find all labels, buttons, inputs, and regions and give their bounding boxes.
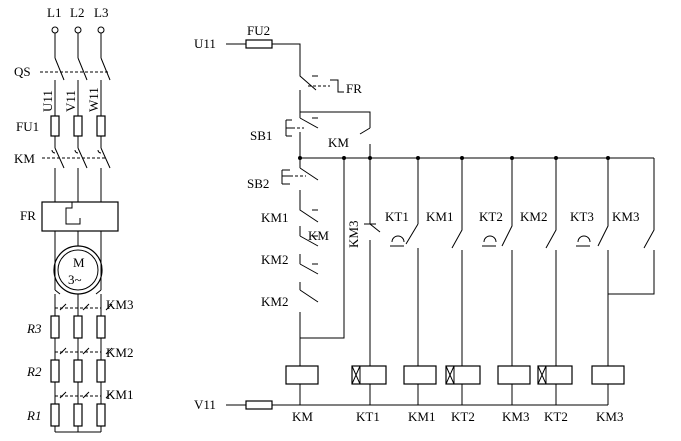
resistor-r3-b — [73, 315, 83, 339]
fuse-w — [96, 115, 106, 137]
resistor-r2-b — [73, 359, 83, 383]
phase-label-l1: L1 — [47, 5, 61, 20]
coil-km1-label: KM1 — [408, 409, 435, 424]
terminal-l1 — [51, 26, 59, 34]
overload-relay — [41, 201, 119, 232]
wire-label-u11: U11 — [40, 90, 55, 112]
coil-km1 — [403, 365, 437, 385]
fr-main-label: FR — [20, 208, 36, 223]
coil-km3-b — [591, 365, 625, 385]
fu1-label: FU1 — [16, 119, 39, 134]
main-circuit: L1 L2 L3 QS U11 V11 W11 FU1 KM FR — [14, 5, 133, 433]
wire-label-w11: W11 — [86, 87, 101, 112]
sb2-button — [299, 167, 319, 204]
qs-switch — [54, 57, 111, 81]
control-circuit: U11 FU2 FR SB1 KM SB2 KM1 — [194, 23, 655, 424]
r1-label: R1 — [26, 408, 41, 423]
km3-bypass-label: KM3 — [106, 297, 133, 312]
wire-label-v11: V11 — [63, 90, 78, 112]
interlock-km-label: KM — [308, 228, 329, 243]
phase-label-l2: L2 — [70, 5, 84, 20]
fu2-fuse — [245, 39, 273, 49]
supply-u11-label: U11 — [194, 36, 216, 51]
resistor-r3-a — [50, 315, 60, 339]
kt2-contact-label: KT2 — [479, 209, 503, 224]
resistor-r3-c — [96, 315, 106, 339]
coil-kt2-b — [537, 365, 573, 385]
terminal-l3 — [97, 26, 105, 34]
coil-kt1-label: KT1 — [356, 409, 380, 424]
km1-bypass-label: KM1 — [106, 387, 133, 402]
km3-nc-label: KM3 — [346, 221, 361, 248]
fr-nc-contact — [299, 72, 318, 104]
fuse-v — [73, 115, 83, 137]
km-main-label: KM — [14, 151, 35, 166]
coil-km3-label: KM3 — [502, 409, 529, 424]
km2-no-label: KM2 — [520, 209, 547, 224]
interlock-km2-label: KM2 — [261, 252, 288, 267]
r2-label: R2 — [26, 364, 42, 379]
r3-label: R3 — [26, 321, 42, 336]
sb1-label: SB1 — [250, 128, 272, 143]
sb1-button — [299, 117, 319, 148]
coil-kt1 — [351, 365, 387, 385]
fu2-label: FU2 — [247, 23, 270, 38]
sb2-label: SB2 — [247, 176, 269, 191]
interlock-km2b-label: KM2 — [261, 294, 288, 309]
coil-kt2b-label: KT2 — [544, 409, 568, 424]
km-hold-label: KM — [328, 135, 349, 150]
resistor-r2-a — [50, 359, 60, 383]
resistor-r1-a — [50, 403, 60, 427]
coil-kt2 — [445, 365, 481, 385]
interlock-km1-label: KM1 — [261, 210, 288, 225]
terminal-l2 — [74, 26, 82, 34]
resistor-r2-c — [96, 359, 106, 383]
motor-symbol: M — [73, 255, 85, 270]
phase-label-l3: L3 — [94, 5, 108, 20]
coil-kt2-label: KT2 — [451, 409, 475, 424]
coil-km — [285, 365, 319, 385]
bottom-fuse — [245, 400, 273, 410]
qs-label: QS — [14, 64, 31, 79]
motor-phase: 3~ — [68, 272, 82, 287]
km-hold-contact — [359, 127, 371, 158]
km2-bypass-label: KM2 — [106, 345, 133, 360]
fr-control-label: FR — [346, 81, 362, 96]
coil-km3 — [497, 365, 531, 385]
coil-km3b-label: KM3 — [596, 409, 623, 424]
kt3-contact-label: KT3 — [570, 209, 594, 224]
supply-v11-label: V11 — [194, 397, 216, 412]
resistor-r1-c — [96, 403, 106, 427]
kt1-contact-label: KT1 — [385, 209, 409, 224]
km1-no-label: KM1 — [426, 209, 453, 224]
resistor-r1-b — [73, 403, 83, 427]
km3-no-label: KM3 — [612, 209, 639, 224]
coil-km-label: KM — [292, 409, 313, 424]
fuse-u — [50, 115, 60, 137]
